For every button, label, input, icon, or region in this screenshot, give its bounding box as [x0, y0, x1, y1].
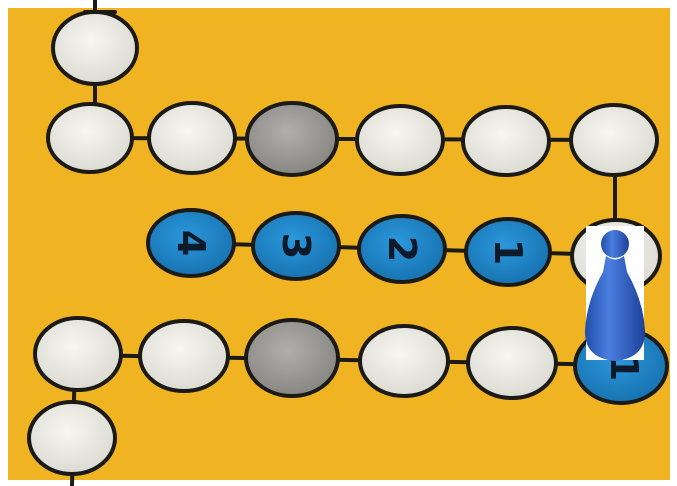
board-space[interactable] — [35, 318, 121, 390]
home-space-label: 3 — [274, 233, 318, 259]
board-space[interactable] — [357, 106, 443, 174]
board-space[interactable] — [571, 105, 657, 175]
board-space[interactable] — [360, 326, 448, 396]
board-space[interactable] — [48, 104, 132, 172]
board-space[interactable] — [29, 402, 115, 474]
board-space-grey[interactable] — [246, 320, 338, 396]
board-space-grey[interactable] — [247, 103, 337, 175]
pawn-game-piece[interactable] — [585, 226, 645, 361]
home-space-label: 4 — [169, 230, 213, 256]
board-space[interactable] — [149, 103, 235, 173]
home-space-label: 1 — [486, 239, 530, 265]
home-space-label: 2 — [380, 236, 424, 262]
board-space[interactable] — [140, 321, 228, 391]
pawn-head — [601, 230, 629, 258]
board-space[interactable] — [463, 107, 549, 175]
board-space[interactable] — [53, 12, 137, 84]
board-space[interactable] — [468, 328, 556, 398]
